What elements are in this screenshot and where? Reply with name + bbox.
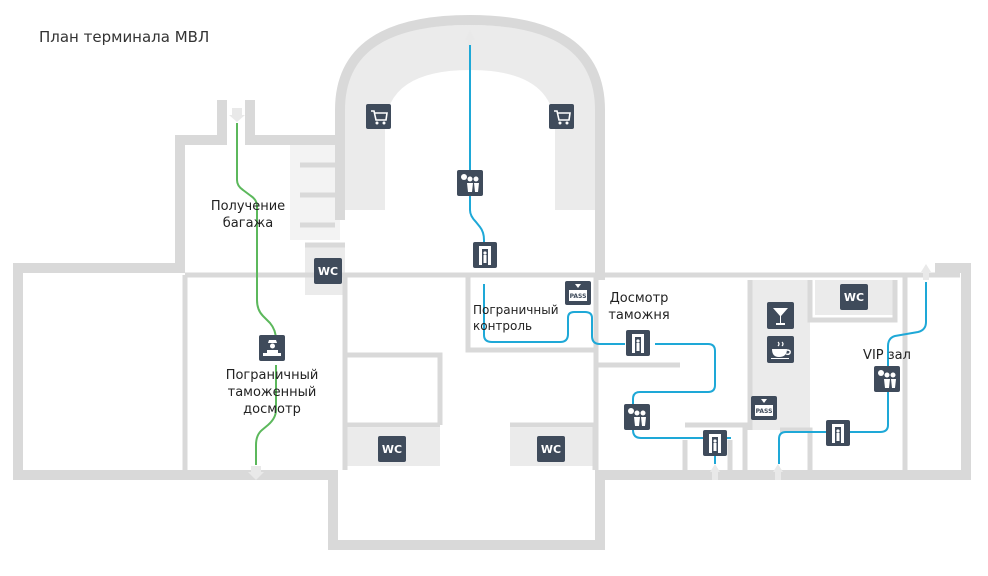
arrow-down-icon (248, 466, 264, 480)
map-title: План терминала МВЛ (39, 28, 210, 46)
security-frame-icon (626, 330, 650, 356)
svg-text:WC: WC (844, 291, 864, 304)
wc-icon: WC (537, 436, 565, 462)
arrow-up-icon (773, 464, 783, 480)
vip-route (778, 282, 927, 464)
security-frame-icon (703, 430, 727, 456)
svg-text:PASS: PASS (756, 408, 773, 415)
label-baggage-claim: Получение багажа (210, 199, 286, 231)
passport-control-icon (457, 170, 483, 196)
svg-text:WC: WC (318, 265, 338, 278)
wc-icon: WC (314, 258, 342, 284)
security-frame-icon (826, 420, 850, 446)
wc-icon: WC (378, 436, 406, 462)
pass-icon: PASS (565, 281, 591, 305)
shaded-zones (290, 25, 895, 466)
label-vip-hall: VIP зал (863, 348, 911, 363)
label-border-control: Пограничный контроль (473, 303, 559, 333)
label-border-customs-check: Пограничный таможенный досмотр (225, 368, 319, 417)
departure-route (469, 45, 731, 464)
bar-icon (767, 302, 794, 329)
arrow-up-icon (921, 264, 931, 280)
arrival-route (236, 123, 277, 465)
pass-icon: PASS (751, 396, 777, 420)
svg-text:WC: WC (541, 443, 561, 456)
shop-icon (549, 104, 574, 129)
arrow-up-icon (465, 30, 475, 46)
arrow-up-icon (710, 464, 720, 480)
shop-icon (366, 104, 391, 129)
passport-control-icon (624, 404, 650, 430)
cafe-icon (767, 336, 794, 363)
svg-text:WC: WC (382, 443, 402, 456)
label-customs-check: Досмотр таможня (608, 291, 670, 323)
security-frame-icon (473, 242, 497, 268)
arrow-down-icon (229, 108, 245, 122)
wc-icon: WC (840, 284, 868, 310)
direction-arrows (229, 30, 931, 480)
passport-control-icon (874, 366, 900, 392)
svg-text:PASS: PASS (570, 293, 587, 300)
customs-officer-icon (259, 335, 285, 361)
